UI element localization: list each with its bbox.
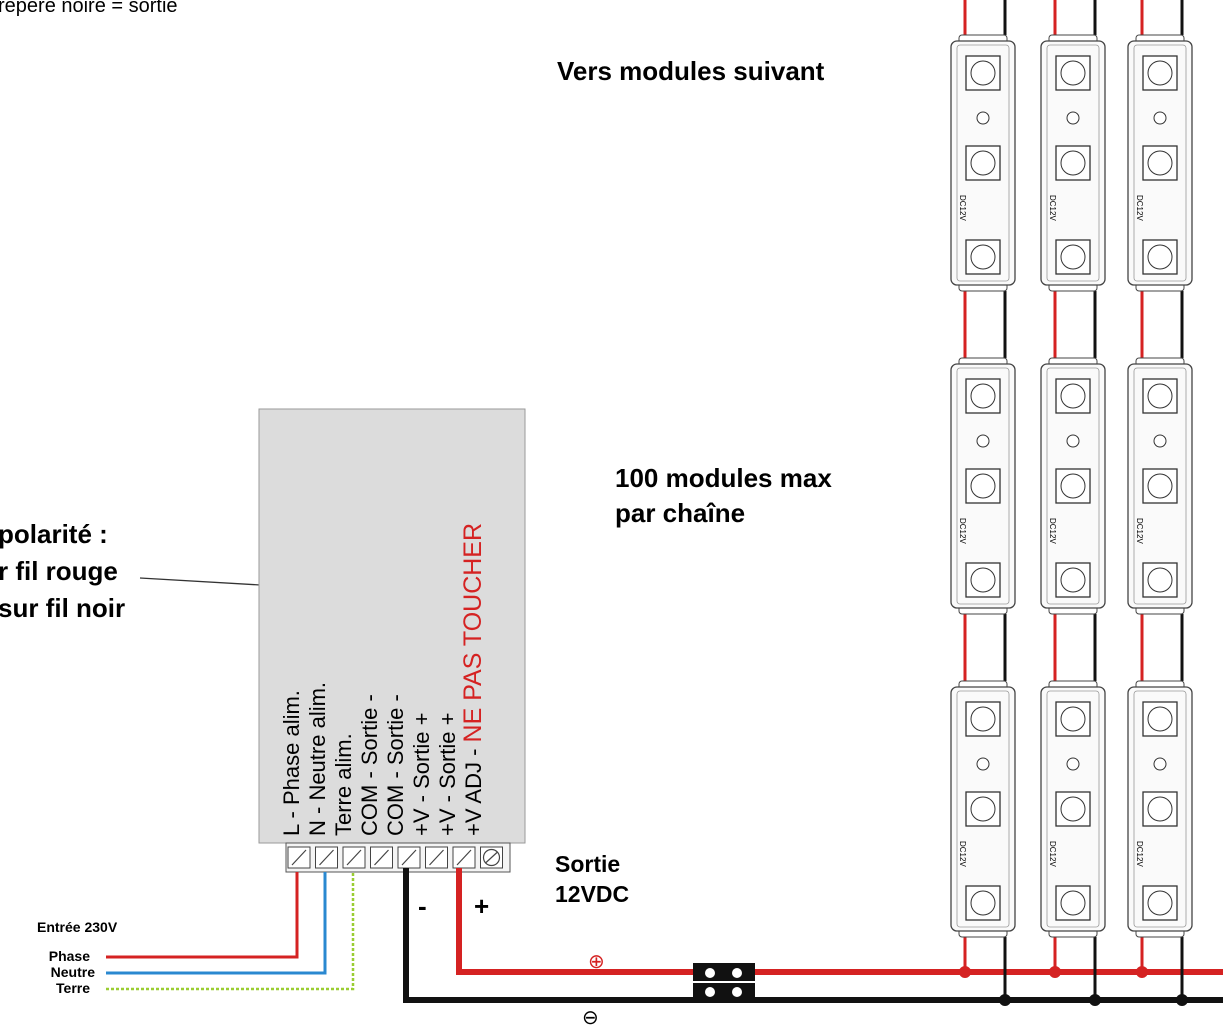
led-module: DC12V	[950, 34, 1016, 292]
led-module: DC12V	[1127, 680, 1193, 938]
wire-phase	[106, 872, 299, 959]
output-plus-label: +	[474, 891, 489, 921]
heading-modules-max-2: par chaîne	[615, 498, 745, 528]
label-neutre: Neutre	[51, 964, 96, 980]
power-supply-terminal-labels: L - Phase alim. N - Neutre alim. Terre a…	[279, 523, 487, 836]
led-module: DC12V	[1040, 680, 1106, 938]
power-supply-body	[258, 408, 526, 844]
warning-ne-pas-toucher: NE PAS TOUCHER	[459, 523, 487, 743]
led-module: DC12V	[1127, 357, 1193, 615]
module-label: DC12V	[1135, 841, 1144, 867]
junction-dot-red	[1136, 966, 1148, 978]
heading-modules-max-1: 100 modules max	[615, 463, 832, 493]
module-label: DC12V	[958, 518, 967, 544]
junction-dot-black	[999, 994, 1011, 1006]
polarity-line-1: polarité :	[0, 519, 108, 549]
top-note: repère noire = sortie	[0, 0, 178, 17]
label-terre: Terre	[56, 980, 90, 996]
led-module: DC12V	[1127, 34, 1193, 292]
wire-negative-black	[403, 868, 1223, 1003]
terminal-label-vadj: +V ADJ - NE PAS TOUCHER	[459, 523, 487, 836]
wire-connector	[693, 963, 755, 1001]
module-label: DC12V	[1135, 518, 1144, 544]
led-module: DC12V	[950, 680, 1016, 938]
terminal-block	[285, 842, 511, 873]
positive-symbol: ⊕	[588, 951, 605, 973]
led-module: DC12V	[950, 357, 1016, 615]
terminal-label-com-1: COM - Sortie -	[357, 694, 382, 836]
sortie-label-1: Sortie	[555, 851, 620, 877]
polarity-line-3: sur fil noir	[0, 593, 125, 623]
terminal-label-neutre: N - Neutre alim.	[305, 682, 330, 836]
terminal-label-terre: Terre alim.	[331, 733, 356, 836]
junction-dot-red	[959, 966, 971, 978]
module-label: DC12V	[1048, 518, 1057, 544]
junction-dot-black	[1176, 994, 1188, 1006]
module-label: DC12V	[958, 195, 967, 221]
junction-dot-red	[1049, 966, 1061, 978]
negative-symbol: ⊖	[582, 1007, 599, 1028]
module-label: DC12V	[958, 841, 967, 867]
sortie-label-2: 12VDC	[555, 881, 629, 907]
led-module: DC12V	[1040, 34, 1106, 292]
module-label: DC12V	[1048, 841, 1057, 867]
polarity-line-2: r fil rouge	[0, 556, 118, 586]
led-module: DC12V	[1040, 357, 1106, 615]
module-label: DC12V	[1048, 195, 1057, 221]
terminal-label-v-plus-2: +V - Sortie +	[435, 712, 460, 836]
label-entree: Entrée 230V	[37, 919, 118, 935]
terminal-label-v-plus-1: +V - Sortie +	[409, 712, 434, 836]
led-module-chains: DC12V DC12V DC12V DC12V DC12V DC12V DC12V DC12V…	[950, 0, 1193, 1006]
module-label: DC12V	[1135, 195, 1144, 221]
label-phase: Phase	[49, 948, 90, 964]
terminal-label-com-2: COM - Sortie -	[383, 694, 408, 836]
junction-dot-black	[1089, 994, 1101, 1006]
wire-neutre	[106, 872, 327, 975]
mains-wiring: Entrée 230V Phase Neutre Terre	[37, 872, 355, 996]
terminal-label-phase: L - Phase alim.	[279, 690, 304, 836]
heading-vers-modules: Vers modules suivant	[557, 56, 825, 86]
output-minus-label: -	[418, 891, 427, 921]
wire-terre	[106, 872, 355, 991]
